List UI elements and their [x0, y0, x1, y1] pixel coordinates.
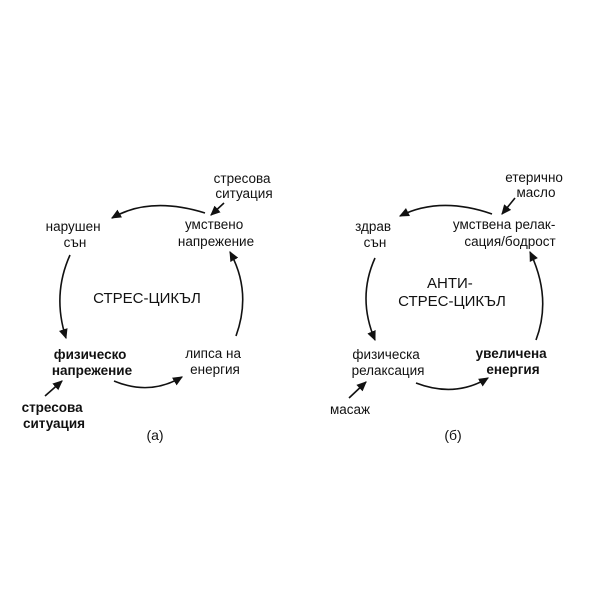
arc-physical-relaxation-to-energy [415, 377, 489, 391]
node-mental-tension-line-1: умствено [185, 217, 243, 232]
input-arrow-bottom [44, 380, 63, 397]
node-lack-of-energy-line-1: липса на [185, 346, 241, 361]
arc-relaxation-to-sleep [398, 204, 493, 217]
node-healthy-sleep: здрав сън [355, 219, 395, 250]
center-title-anti-stress-cycle: АНТИ- СТРЕС-ЦИКЪЛ [398, 275, 506, 310]
node-increased-energy-line-1: увеличена [476, 346, 548, 361]
node-increased-energy: увеличена енергия [476, 346, 551, 377]
node-lack-of-energy-line-2: енергия [190, 362, 240, 377]
input-top-label: стресова ситуация [214, 171, 275, 201]
caption-b: (б) [444, 427, 461, 443]
node-physical-relaxation-line-2: релаксация [352, 363, 425, 378]
node-healthy-sleep-line-2: сън [364, 235, 387, 250]
diagram-stress-cycle: стресова ситуация умствено напрежение на… [22, 171, 275, 443]
center-title-anti-line-1: АНТИ- [427, 275, 473, 292]
input-bottom-line-1: стресова [22, 400, 84, 415]
input-arrow-oil [501, 197, 516, 215]
arc-mental-to-sleep [111, 204, 206, 219]
input-bottom-label: стресова ситуация [22, 400, 87, 431]
node-disturbed-sleep: нарушен сън [46, 219, 105, 250]
node-physical-tension-line-2: напрежение [52, 363, 133, 378]
arc-energy-to-relaxation [529, 250, 544, 341]
node-mental-tension: умствено напрежение [178, 217, 254, 249]
node-mental-relaxation-line-2: сация/бодрост [464, 234, 555, 249]
input-oil-line-1: етерично [505, 170, 563, 185]
node-physical-tension: физическо напрежение [52, 347, 133, 378]
arc-energy-to-mental [229, 251, 244, 337]
input-bottom-line-2: ситуация [23, 416, 85, 431]
node-mental-tension-line-2: напрежение [178, 234, 254, 249]
node-mental-relaxation: умствена релак- сация/бодрост [453, 217, 559, 249]
arc-sleep-to-physical [58, 254, 71, 340]
node-mental-relaxation-line-1: умствена релак- [453, 217, 555, 232]
input-massage-label: масаж [330, 402, 370, 417]
input-top-line-1: стресова [214, 171, 271, 186]
node-physical-relaxation: физическа релаксация [352, 347, 425, 378]
caption-a: (а) [146, 427, 163, 443]
node-disturbed-sleep-line-2: сън [64, 235, 87, 250]
arc-physical-to-energy [113, 376, 183, 389]
node-lack-of-energy: липса на енергия [185, 346, 244, 377]
input-essential-oil-label: етерично масло [505, 170, 566, 200]
input-oil-line-2: масло [516, 185, 555, 200]
node-increased-energy-line-2: енергия [486, 362, 539, 377]
input-arrow-top [210, 202, 225, 216]
arc-sleep-to-physical-relaxation [365, 257, 376, 342]
center-title-stress-cycle: СТРЕС-ЦИКЪЛ [93, 290, 201, 307]
diagram-anti-stress-cycle: етерично масло умствена релак- сация/бод… [330, 170, 566, 443]
input-arrow-massage [348, 381, 367, 399]
node-healthy-sleep-line-1: здрав [355, 219, 391, 234]
input-top-line-2: ситуация [215, 186, 272, 201]
node-disturbed-sleep-line-1: нарушен [46, 219, 101, 234]
center-title-anti-line-2: СТРЕС-ЦИКЪЛ [398, 293, 506, 310]
node-physical-relaxation-line-1: физическа [352, 347, 420, 362]
node-physical-tension-line-1: физическо [54, 347, 127, 362]
